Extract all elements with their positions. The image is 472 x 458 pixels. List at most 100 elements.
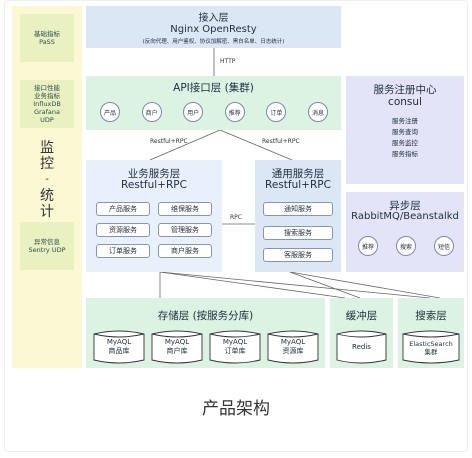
diagram-caption: 产品架构	[202, 399, 270, 419]
monitor-exception: 异常信息 Sentry UDP	[20, 222, 74, 270]
common-item: 通知服务	[263, 202, 333, 216]
db-cylinder	[151, 330, 203, 364]
async-item: 搜索	[396, 236, 416, 256]
edge-label-http: HTTP	[220, 58, 236, 65]
monitor-basic-line: PaSS	[39, 38, 55, 46]
monitor-perf-line: 业务指标	[34, 92, 60, 100]
cache-title: 缓冲层	[345, 310, 378, 322]
business-item: 维保服务	[158, 202, 212, 216]
monitor-basic-metrics: 基础指标 PaSS	[20, 14, 74, 62]
edge-label-restful-right: Restful+RPC	[262, 138, 300, 145]
edge-to-storage-2	[159, 271, 346, 299]
edge-api-business	[149, 129, 221, 161]
db-label: MyAQL 商品库	[94, 338, 144, 356]
db-label: MyAQL 资源库	[268, 338, 318, 356]
db-cylinder	[267, 330, 319, 364]
monitor-title-char: 控	[40, 156, 54, 172]
monitor-title-char: -	[45, 174, 49, 185]
search-title: 搜索层	[415, 310, 447, 322]
search-db-line2: 集群	[424, 348, 438, 356]
registry-item: 服务注册	[392, 117, 418, 125]
service-registry: 服务注册中心 consul 服务注册 服务查询 服务监控 服务指标	[346, 76, 464, 184]
common-item: 客服服务	[263, 248, 333, 262]
async-title: 异步层	[389, 200, 421, 212]
monitor-title-char: 监	[40, 140, 54, 156]
monitor-title-char: 统	[40, 188, 54, 204]
access-layer-desc: (反向代理、用户鉴权、协议加解密、黑白名单、日志统计)	[142, 39, 285, 45]
db-label: MyAQL 商户库	[152, 338, 202, 356]
async-layer: 异步层 RabbitMQ/Beanstalkd 推荐 搜索 短信	[346, 192, 464, 272]
business-item: 资源服务	[96, 223, 150, 237]
business-item: 管理服务	[158, 223, 212, 237]
monitor-exception-line: 异常信息	[34, 238, 60, 246]
business-item: 商户服务	[158, 244, 212, 258]
monitor-perf-line: UDP	[40, 116, 54, 124]
edge-to-storage-4	[289, 271, 361, 299]
async-item: 短信	[434, 236, 454, 256]
db-label-line1: MyAQL	[222, 338, 248, 346]
registry-item: 服务监控	[392, 139, 418, 147]
db-label-line2: 资源库	[282, 347, 304, 355]
monitor-exception-line: Sentry UDP	[28, 246, 66, 254]
api-item: 推荐	[224, 102, 245, 122]
monitor-perf-line: InfluxDB	[33, 100, 61, 108]
storage-title: 存储层 (按服务分库)	[157, 310, 254, 322]
business-layer: 业务服务层 Restful+RPC 产品服务 维保服务 资源服务 管理服务 订单…	[86, 160, 222, 272]
monitor-perf-line: 接口性能	[34, 84, 60, 92]
monitor-perf-metrics: 接口性能 业务指标 InfluxDB Grafana UDP	[20, 80, 74, 128]
monitor-column	[12, 6, 82, 368]
business-item: 订单服务	[96, 244, 150, 258]
monitor-perf-line: Grafana	[33, 108, 61, 116]
async-item: 推荐	[358, 236, 378, 256]
access-layer-title: 接入层	[198, 13, 229, 24]
registry-item: 服务指标	[392, 150, 418, 158]
async-items: 推荐 搜索 短信	[358, 236, 454, 256]
api-item: 商户	[141, 102, 162, 122]
monitor-title: 监 控 - 统 计	[30, 140, 64, 220]
monitor-title-char: 计	[40, 204, 54, 220]
common-item: 搜索服务	[263, 226, 333, 240]
common-layer: 通用服务层 Restful+RPC 通知服务 搜索服务 客服服务	[255, 160, 341, 272]
edge-label-restful-left: Restful+RPC	[150, 138, 188, 145]
api-item: 用户	[183, 102, 204, 122]
api-layer-title: API接口层 (集群)	[173, 82, 254, 94]
storage-cylinders	[93, 330, 319, 364]
registry-items: 服务注册 服务查询 服务监控 服务指标	[392, 116, 418, 160]
search-cylinder	[402, 330, 460, 364]
api-layer: API接口层 (集群) 产品 商户 用户 推荐 订单 消息	[86, 76, 341, 130]
common-title: 通用服务层	[271, 168, 325, 180]
edge-to-storage-3	[159, 271, 431, 299]
db-label-line1: MyAQL	[280, 338, 306, 346]
api-layer-items: 产品 商户 用户 推荐 订单 消息	[100, 102, 328, 124]
access-layer: 接入层 Nginx OpenResty (反向代理、用户鉴权、协议加解密、黑白名…	[86, 6, 341, 48]
async-subtitle: RabbitMQ/Beanstalkd	[351, 211, 459, 222]
search-db-label: ElasticSearch 集群	[398, 340, 464, 356]
db-label-line1: MyAQL	[106, 338, 132, 346]
registry-item: 服务查询	[392, 128, 418, 136]
api-item: 订单	[266, 102, 287, 122]
db-label-line2: 商品库	[108, 347, 130, 355]
db-cylinder	[209, 330, 261, 364]
access-layer-subtitle: Nginx OpenResty	[170, 24, 257, 35]
api-item: 产品	[100, 102, 120, 122]
db-cylinder	[93, 330, 145, 364]
cache-cylinder	[336, 330, 387, 364]
db-label-line2: 订单库	[224, 347, 246, 355]
edge-api-common	[219, 129, 293, 161]
db-label-line1: MyAQL	[164, 338, 190, 346]
registry-subtitle: consul	[388, 96, 422, 108]
db-label-line2: 商户库	[166, 347, 188, 355]
edge-label-rpc: RPC	[230, 214, 242, 221]
search-db-line1: ElasticSearch	[409, 340, 453, 348]
api-item: 消息	[307, 102, 328, 122]
edge-to-storage-5	[289, 271, 441, 299]
registry-title: 服务注册中心	[373, 84, 437, 96]
db-label: MyAQL 订单库	[210, 338, 260, 356]
cache-db-label: Redis	[352, 343, 371, 351]
common-subtitle: Restful+RPC	[265, 179, 331, 191]
business-item: 产品服务	[96, 202, 150, 216]
business-title: 业务服务层	[127, 168, 181, 180]
monitor-basic-line: 基础指标	[34, 30, 60, 38]
business-subtitle: Restful+RPC	[121, 179, 187, 191]
